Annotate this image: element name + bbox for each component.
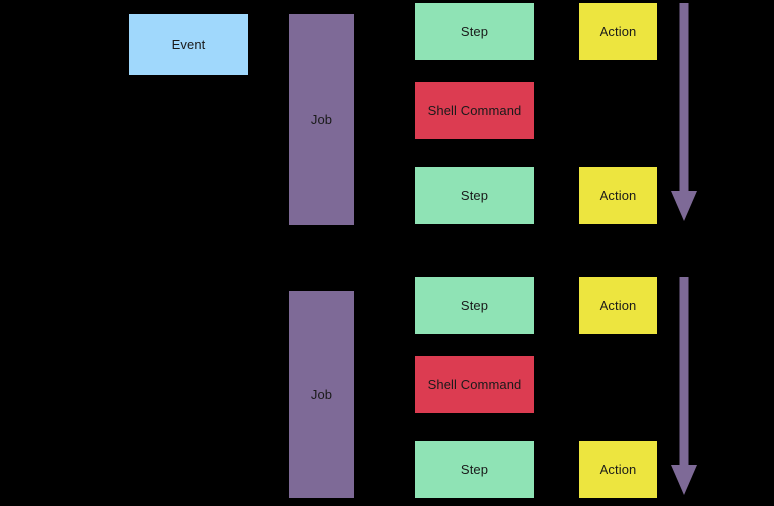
node-label: Shell Command <box>427 102 522 118</box>
node-label: Job <box>310 386 333 402</box>
node-label: Action <box>599 461 637 477</box>
flow-arrow-icon <box>669 3 699 221</box>
node-action-3[interactable]: Action <box>579 277 657 334</box>
node-event-1[interactable]: Event <box>129 14 248 75</box>
node-label: Step <box>460 297 489 313</box>
node-action-1[interactable]: Action <box>579 3 657 60</box>
node-step-2[interactable]: Step <box>415 167 534 224</box>
node-job-2[interactable]: Job <box>289 291 354 498</box>
node-job-1[interactable]: Job <box>289 14 354 225</box>
node-label: Event <box>171 36 206 52</box>
node-label: Step <box>460 461 489 477</box>
node-step-1[interactable]: Step <box>415 3 534 60</box>
node-step-3[interactable]: Step <box>415 277 534 334</box>
node-label: Shell Command <box>427 376 522 392</box>
node-label: Step <box>460 23 489 39</box>
flow-arrow-icon <box>669 277 699 495</box>
node-label: Action <box>599 23 637 39</box>
node-action-2[interactable]: Action <box>579 167 657 224</box>
node-label: Job <box>310 111 333 127</box>
node-label: Action <box>599 187 637 203</box>
node-label: Step <box>460 187 489 203</box>
node-step-4[interactable]: Step <box>415 441 534 498</box>
node-label: Action <box>599 297 637 313</box>
node-action-4[interactable]: Action <box>579 441 657 498</box>
node-shellcommand-2[interactable]: Shell Command <box>415 356 534 413</box>
node-shellcommand-1[interactable]: Shell Command <box>415 82 534 139</box>
